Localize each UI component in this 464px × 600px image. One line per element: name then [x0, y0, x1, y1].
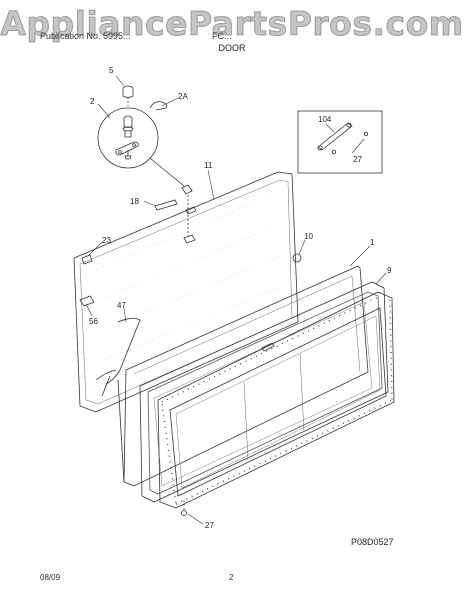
door-gasket-frame	[139, 281, 389, 503]
callout-5: 5	[109, 66, 114, 75]
part-10-plug	[292, 253, 302, 263]
header-publication: Publication No. 5995...	[40, 31, 131, 41]
callout-10: 10	[304, 232, 313, 241]
callout-11: 11	[204, 161, 213, 170]
callout-2: 2	[90, 97, 95, 106]
footer-page-number: 2	[229, 573, 234, 582]
callout-23: 23	[102, 236, 111, 245]
bottom-screw	[181, 500, 187, 516]
leader-lines	[85, 75, 387, 525]
callout-2a: 2A	[178, 92, 188, 101]
callout-47: 47	[117, 301, 126, 310]
callout-56: 56	[89, 317, 98, 326]
callout-104: 104	[318, 115, 332, 124]
outer-door-shell	[117, 265, 369, 487]
figure-code: P08D0527	[351, 537, 394, 547]
door-liner-panel	[73, 171, 299, 413]
callout-27-kit: 27	[353, 155, 362, 164]
footer-date: 08/09	[40, 573, 61, 582]
inner-door-frame	[157, 291, 395, 509]
header-model: FC...	[212, 31, 232, 41]
callout-labels: 5 2 2A 11 18 23 10 1 9 47 56 27 104 27	[89, 66, 392, 530]
hinge-kit-box	[297, 110, 383, 174]
watermark-logo: AppliancePartsPros.com	[0, 4, 464, 44]
callout-18: 18	[130, 197, 139, 206]
hinge-detail	[97, 85, 185, 187]
callout-9: 9	[387, 266, 392, 275]
callout-1: 1	[370, 238, 375, 247]
section-title: DOOR	[218, 43, 246, 53]
callout-27-bottom: 27	[205, 521, 214, 530]
